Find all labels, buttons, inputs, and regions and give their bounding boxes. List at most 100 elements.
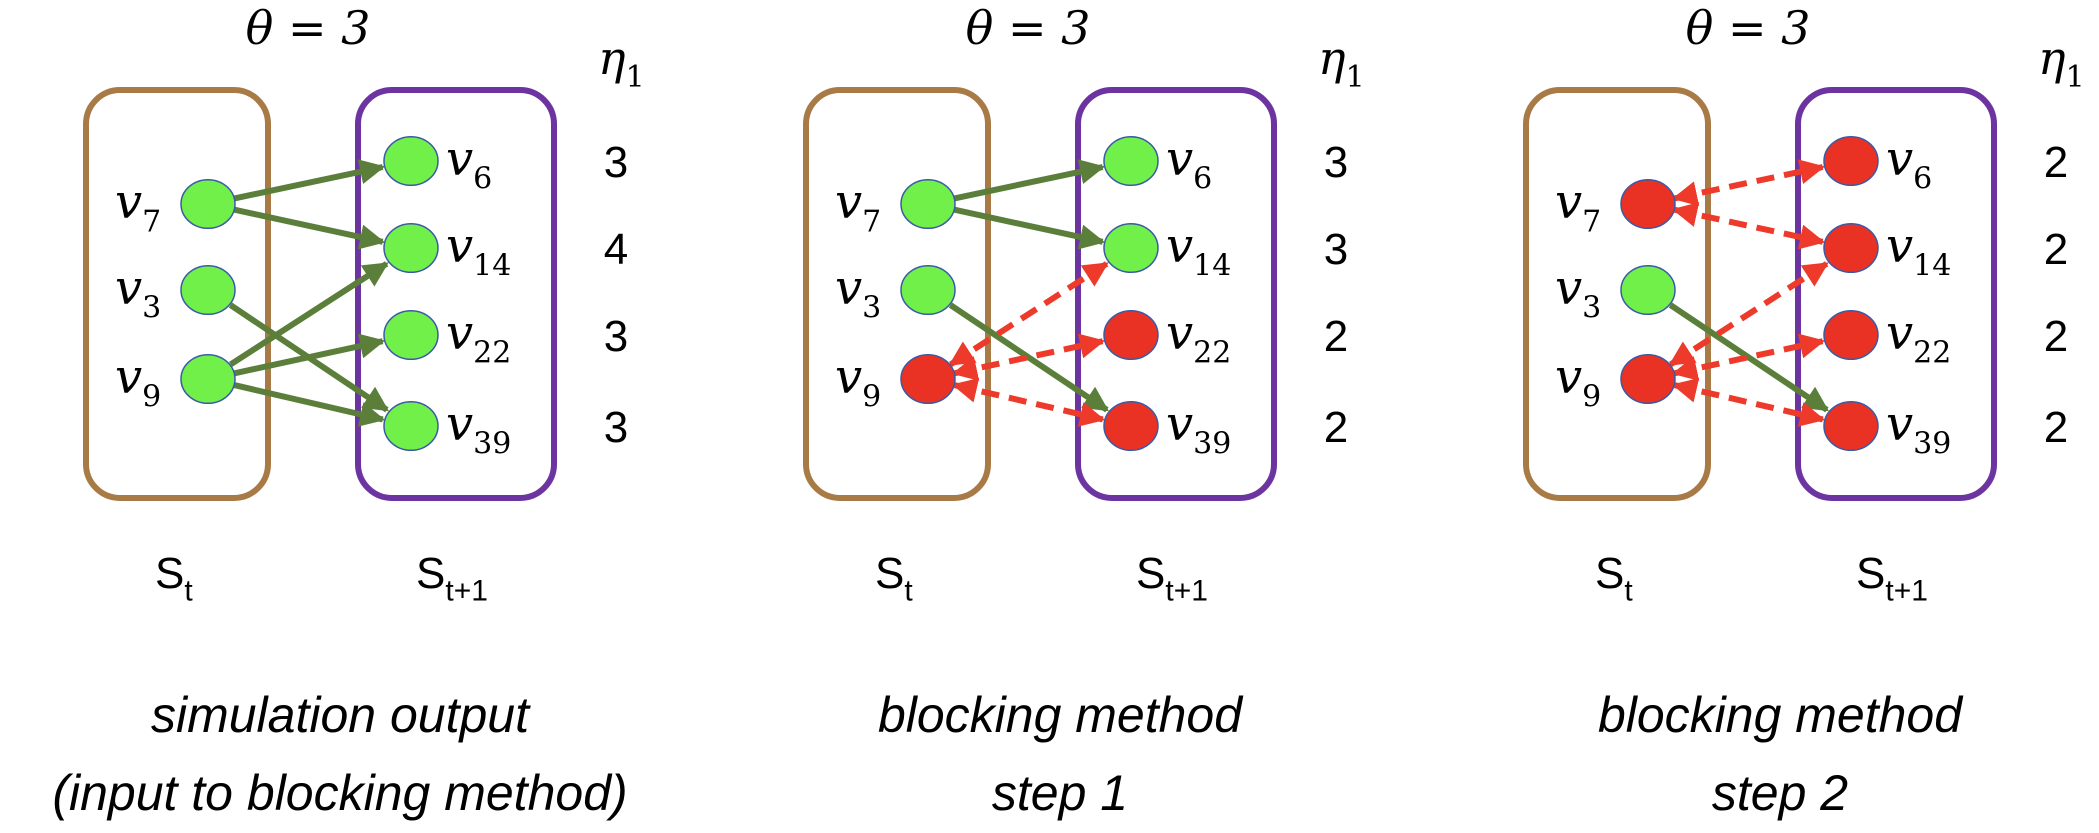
- set-s-t-box: [803, 87, 991, 501]
- set-label-s-t-sub: t: [1624, 574, 1633, 607]
- node-label-v7: v7: [1555, 174, 1601, 239]
- eta-value-v22: 3: [604, 312, 628, 361]
- node-v3-active: [180, 264, 236, 316]
- edge-v7-v6-blocked: [1671, 159, 1826, 207]
- node-v39-blocked: [1823, 400, 1879, 452]
- node-label-v3: v3: [115, 260, 161, 325]
- theta-label: θ = 3: [1686, 1, 1811, 55]
- set-label-s-t-sub: t: [184, 574, 193, 607]
- set-label-s-t-sub: t: [904, 574, 913, 607]
- node-label-v6-main: v: [1166, 131, 1193, 187]
- node-label-v14-sub: 14: [473, 248, 511, 283]
- theta-label: θ = 3: [246, 1, 371, 55]
- set-label-s-t1-sub: t+1: [1165, 574, 1208, 607]
- node-label-v9-sub: 9: [862, 379, 881, 414]
- eta-value-v14: 4: [604, 225, 628, 274]
- set-s-t1-box: [355, 87, 557, 501]
- set-label-s-t1-main: S: [416, 549, 445, 598]
- node-label-v9: v9: [115, 349, 161, 414]
- node-label-v22: v22: [1886, 305, 1951, 370]
- eta-header-main: η: [598, 31, 626, 85]
- node-label-v7-sub: 7: [1582, 204, 1601, 239]
- node-label-v3: v3: [1555, 260, 1601, 325]
- node-v22-active: [383, 309, 439, 361]
- node-v14-active: [1103, 222, 1159, 274]
- set-s-t-box: [1523, 87, 1711, 501]
- node-label-v39: v39: [1166, 396, 1231, 461]
- eta-value-v14: 3: [1324, 225, 1348, 274]
- node-label-v3-sub: 3: [862, 290, 881, 325]
- node-label-v22-sub: 22: [1913, 335, 1951, 370]
- node-v9-blocked: [900, 353, 956, 405]
- eta-header-sub: 1: [2066, 60, 2085, 95]
- node-label-v39: v39: [1886, 396, 1951, 461]
- edge-v9-v14-blocked: [948, 261, 1109, 367]
- node-label-v6-main: v: [446, 131, 473, 187]
- eta-value-v39: 2: [2044, 403, 2068, 452]
- node-label-v3-sub: 3: [1582, 290, 1601, 325]
- edge-v7-v14-active: [233, 206, 386, 250]
- node-v39-active: [383, 400, 439, 452]
- node-v9-active: [180, 353, 236, 405]
- node-label-v6-sub: 6: [1913, 161, 1932, 196]
- node-label-v7-main: v: [835, 174, 862, 230]
- node-label-v7: v7: [115, 174, 161, 239]
- node-label-v7-main: v: [1555, 174, 1582, 230]
- node-label-v6: v6: [1886, 131, 1932, 196]
- set-label-s-t1: St+1: [416, 549, 488, 607]
- node-label-v14-sub: 14: [1193, 248, 1231, 283]
- eta-header: η1: [598, 31, 645, 95]
- set-label-s-t1: St+1: [1856, 549, 1928, 607]
- node-label-v14-main: v: [446, 218, 473, 274]
- theta-label: θ = 3: [966, 1, 1091, 55]
- node-label-v14-main: v: [1166, 218, 1193, 274]
- node-label-v39-main: v: [1886, 396, 1913, 452]
- eta-value-v14: 2: [2044, 225, 2068, 274]
- node-label-v6-main: v: [1886, 131, 1913, 187]
- eta-value-v6: 3: [1324, 138, 1348, 187]
- node-v6-active: [1103, 135, 1159, 187]
- edge-v9-v39-active: [233, 382, 386, 427]
- node-v6-blocked: [1823, 135, 1879, 187]
- node-label-v9-main: v: [115, 349, 142, 405]
- node-label-v14: v14: [446, 218, 511, 283]
- caption-line-2: (input to blocking method): [52, 765, 627, 821]
- node-label-v3-main: v: [835, 260, 862, 316]
- node-label-v39-main: v: [446, 396, 473, 452]
- edge-v9-v39-blocked: [951, 377, 1106, 427]
- node-v22-blocked: [1823, 309, 1879, 361]
- node-v22-blocked: [1103, 309, 1159, 361]
- node-label-v3-main: v: [115, 260, 142, 316]
- node-label-v7-sub: 7: [142, 204, 161, 239]
- edge-v9-v22-blocked: [951, 333, 1106, 381]
- node-v9-blocked: [1620, 353, 1676, 405]
- set-label-s-t1: St+1: [1136, 549, 1208, 607]
- node-label-v7-main: v: [115, 174, 142, 230]
- node-label-v9-main: v: [835, 349, 862, 405]
- set-label-s-t-main: S: [1595, 549, 1624, 598]
- node-label-v14: v14: [1166, 218, 1231, 283]
- node-label-v6: v6: [1166, 131, 1212, 196]
- set-label-s-t: St: [1595, 549, 1633, 607]
- node-label-v22-main: v: [1886, 305, 1913, 361]
- node-label-v22: v22: [446, 305, 511, 370]
- edge-v9-v22-blocked: [1671, 333, 1826, 381]
- node-label-v6-sub: 6: [473, 161, 492, 196]
- node-v39-blocked: [1103, 400, 1159, 452]
- node-v7-blocked: [1620, 178, 1676, 230]
- set-label-s-t1-sub: t+1: [445, 574, 488, 607]
- node-label-v39-sub: 39: [1193, 426, 1231, 461]
- caption-line-2: step 2: [1712, 765, 1848, 821]
- eta-value-v6: 2: [2044, 138, 2068, 187]
- set-label-s-t: St: [155, 549, 193, 607]
- node-label-v9: v9: [835, 349, 881, 414]
- node-label-v9: v9: [1555, 349, 1601, 414]
- eta-header-sub: 1: [626, 60, 645, 95]
- node-label-v14: v14: [1886, 218, 1951, 283]
- edge-v7-v6-active: [233, 159, 386, 202]
- set-label-s-t: St: [875, 549, 913, 607]
- node-label-v3-sub: 3: [142, 290, 161, 325]
- eta-value-v22: 2: [2044, 312, 2068, 361]
